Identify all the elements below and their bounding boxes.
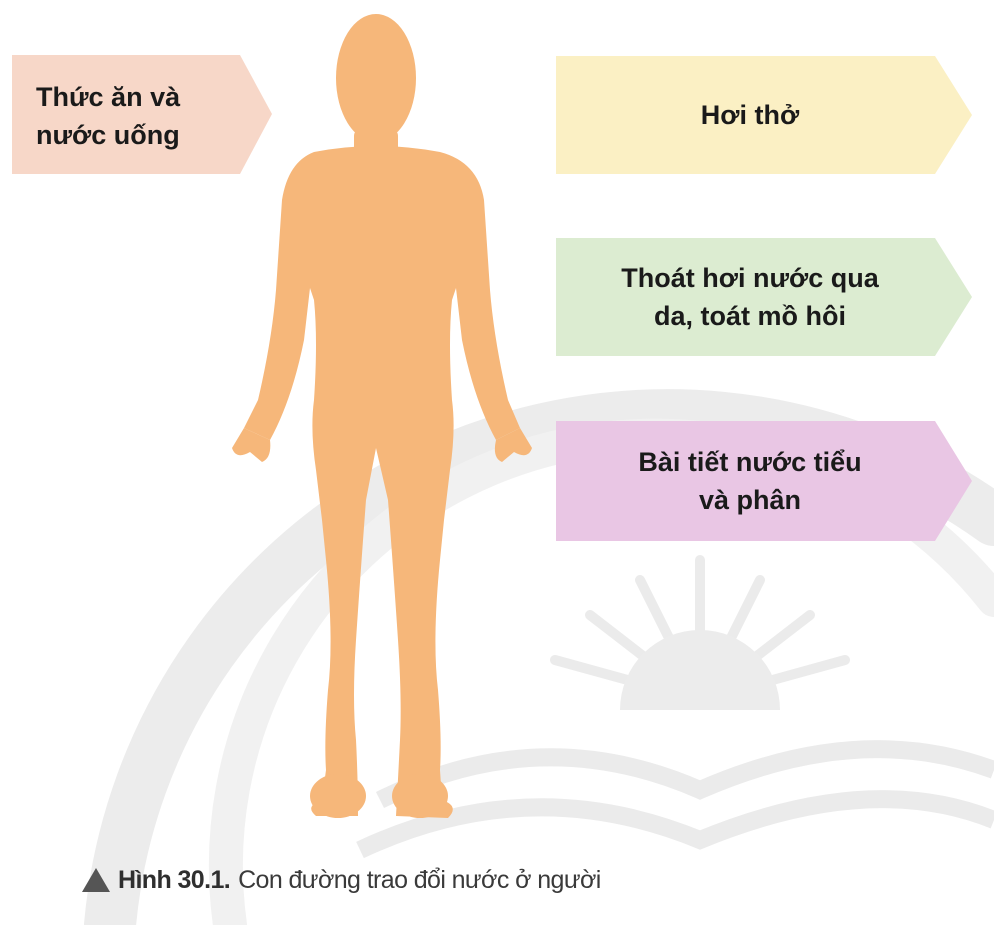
output-label-excretion: Bài tiết nước tiểu và phân <box>560 421 940 541</box>
human-body-silhouette <box>232 14 532 818</box>
input-label: Thức ăn và nước uống <box>36 58 246 174</box>
output-label-breath: Hơi thở <box>560 56 940 174</box>
output-label-sweat: Thoát hơi nước qua da, toát mồ hôi <box>560 238 940 356</box>
caption-text: Con đường trao đổi nước ở người <box>238 866 601 895</box>
figure-caption: Hình 30.1. Con đường trao đổi nước ở ngư… <box>82 862 601 898</box>
figure-number: Hình 30.1. <box>118 866 230 895</box>
triangle-icon <box>82 868 110 892</box>
